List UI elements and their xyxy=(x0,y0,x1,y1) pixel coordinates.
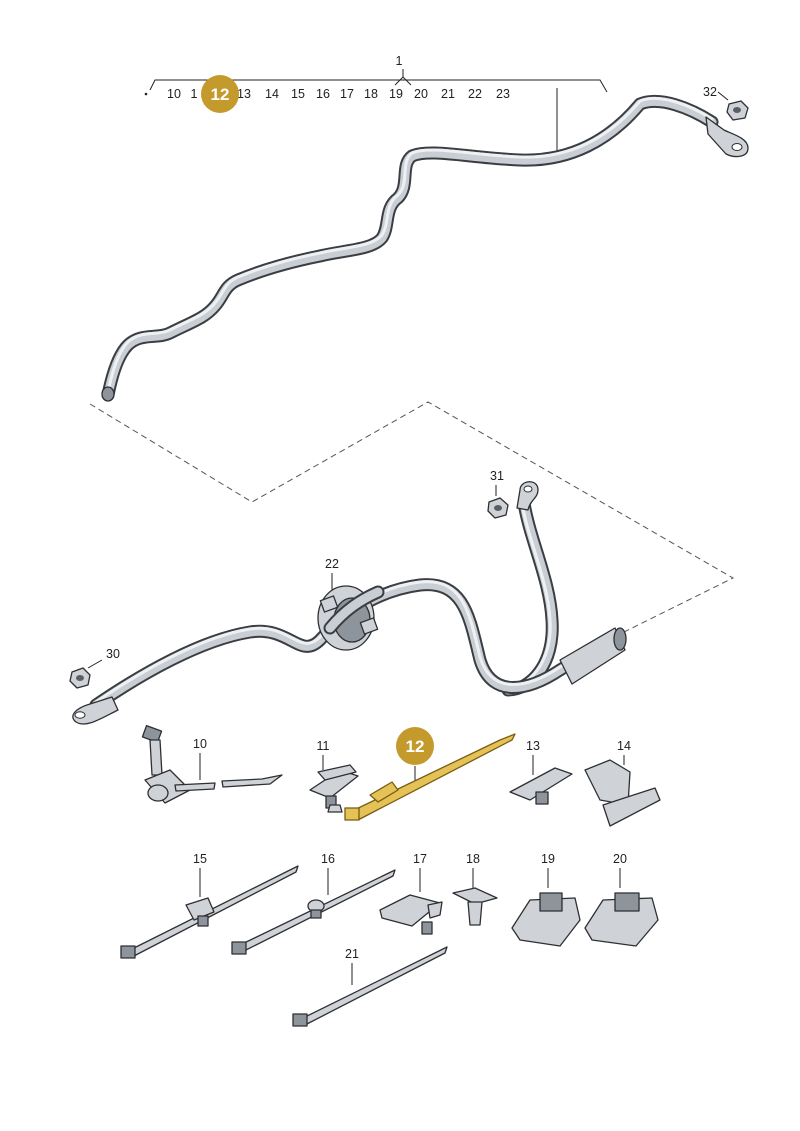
label-17: 17 xyxy=(413,852,427,866)
label-30: 30 xyxy=(106,647,120,661)
highlight-badge-top[interactable] xyxy=(201,75,239,113)
group-num-11: 22 xyxy=(468,87,482,101)
part-16-cable-tie[interactable]: 16 xyxy=(231,852,396,955)
label-1: 1 xyxy=(396,54,403,68)
part-19-holder[interactable]: 19 xyxy=(511,852,581,947)
label-21: 21 xyxy=(345,947,359,961)
group-num-4: 15 xyxy=(291,87,305,101)
group-num-7: 18 xyxy=(364,87,378,101)
part-15-cable-tie[interactable]: 15 xyxy=(120,852,299,959)
group-num-1: 1 xyxy=(191,87,198,101)
label-16: 16 xyxy=(321,852,335,866)
label-32: 32 xyxy=(703,85,717,99)
nut-30[interactable]: 30 xyxy=(69,647,120,689)
group-num-0: 10 xyxy=(167,87,181,101)
label-10: 10 xyxy=(193,737,207,751)
group-num-2: 13 xyxy=(237,87,251,101)
label-18: 18 xyxy=(466,852,480,866)
label-22: 22 xyxy=(325,557,339,571)
part-10-cable-tie-bracket[interactable]: 10 xyxy=(141,724,283,804)
group-num-3: 14 xyxy=(265,87,279,101)
label-31: 31 xyxy=(490,469,504,483)
battery-cable-lower xyxy=(72,481,627,725)
nut-32[interactable]: 32 xyxy=(703,85,749,121)
highlight-badge-top-number: 12 xyxy=(211,85,230,104)
label-20: 20 xyxy=(613,852,627,866)
highlight-badge-part[interactable] xyxy=(396,727,434,765)
group-num-9: 20 xyxy=(414,87,428,101)
group-num-10: 21 xyxy=(441,87,455,101)
part-17-clip[interactable]: 17 xyxy=(379,852,443,935)
part-13-clip[interactable]: 13 xyxy=(509,739,573,805)
assembly-reference-outline xyxy=(89,401,735,635)
label-14: 14 xyxy=(617,739,631,753)
label-19: 19 xyxy=(541,852,555,866)
nut-31[interactable]: 31 xyxy=(487,469,509,519)
highlight-badge-part-number: 12 xyxy=(406,737,425,756)
part-11-clip[interactable]: 11 xyxy=(309,739,359,813)
part-14-bracket[interactable]: 14 xyxy=(584,739,661,827)
group-num-12: 23 xyxy=(496,87,510,101)
part-12-cable-tie-highlighted[interactable]: 12 xyxy=(344,727,516,821)
part-21-cable-tie[interactable]: 21 xyxy=(292,946,448,1027)
label-11: 11 xyxy=(317,739,330,753)
part-18-push-rivet[interactable]: 18 xyxy=(452,852,498,926)
group-num-6: 17 xyxy=(340,87,354,101)
battery-cable-upper xyxy=(101,94,749,402)
part-20-holder[interactable]: 20 xyxy=(584,852,659,947)
group-num-8: 19 xyxy=(389,87,403,101)
label-13: 13 xyxy=(526,739,540,753)
group-callout: 1 10 1 13 14 15 16 17 18 19 20 21 22 23 … xyxy=(144,54,608,156)
group-num-5: 16 xyxy=(316,87,330,101)
label-15: 15 xyxy=(193,852,207,866)
grommet-22[interactable]: 22 xyxy=(317,557,385,651)
